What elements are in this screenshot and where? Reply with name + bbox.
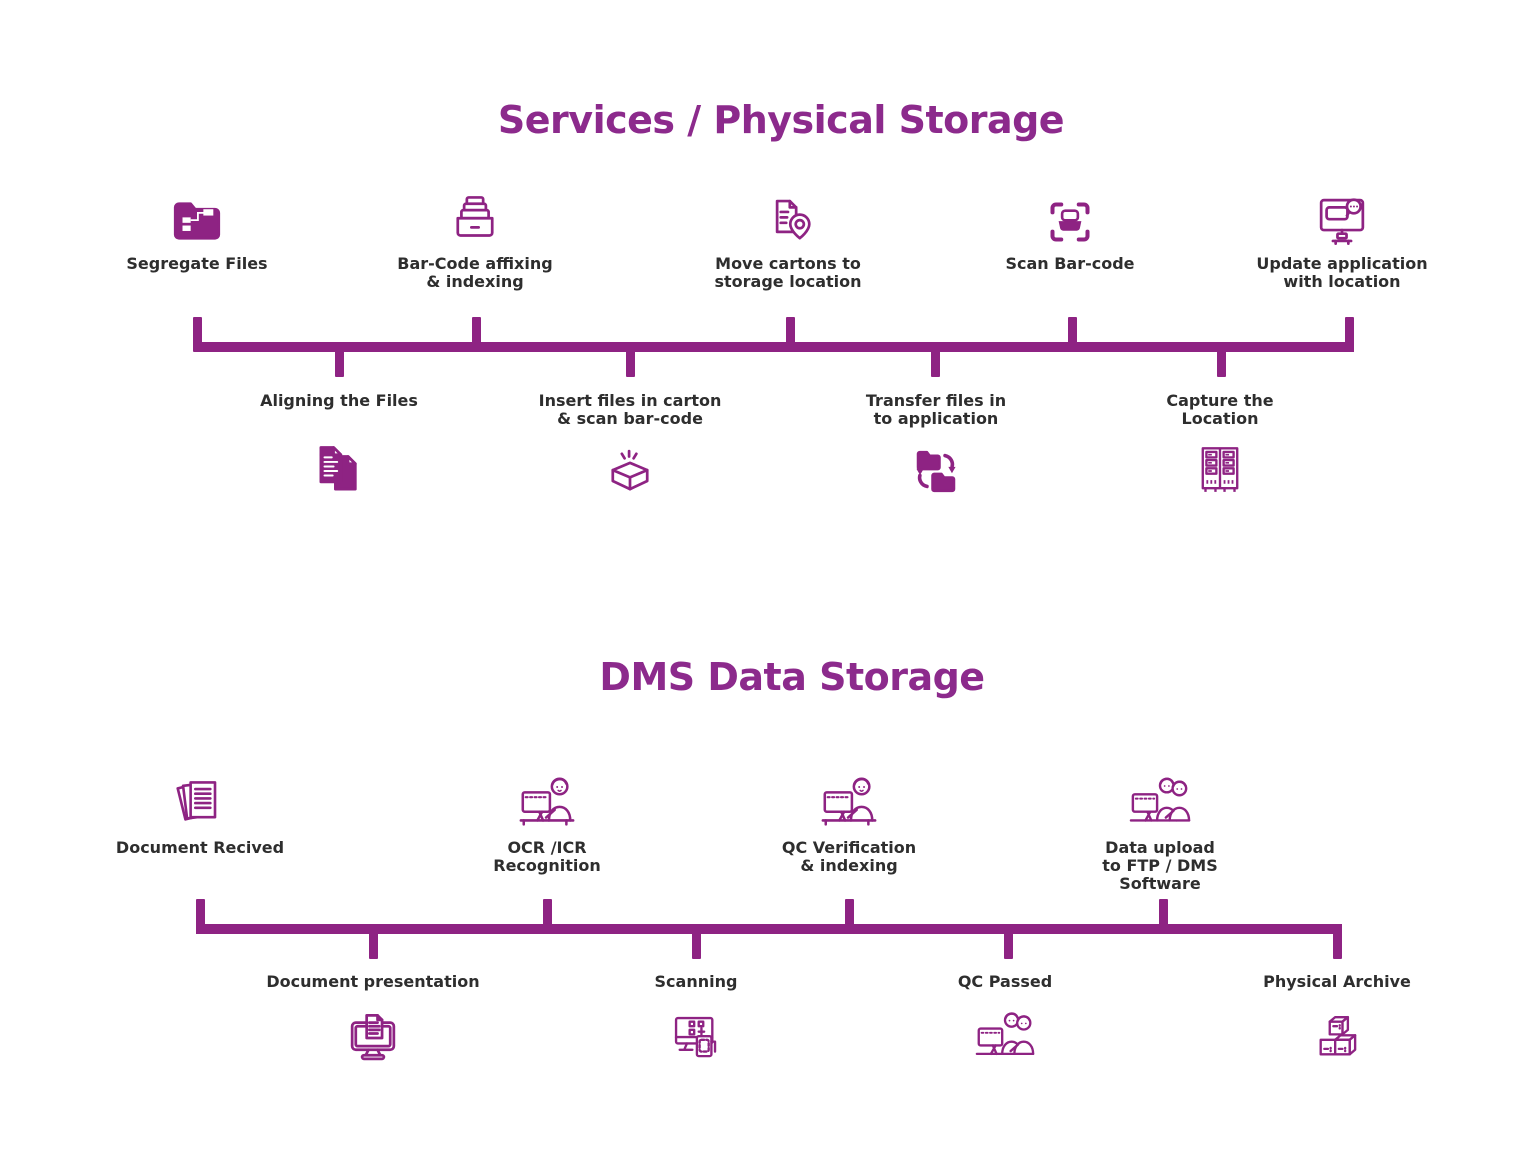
step-label: Aligning the Files (260, 391, 418, 410)
open-carton-icon (601, 436, 659, 500)
step-label: Update application with location (1256, 254, 1428, 291)
step-scan-barcode: Scan Bar-code (950, 186, 1190, 273)
tick-down (369, 924, 378, 959)
server-rack-icon (1191, 436, 1249, 500)
tick-down (335, 342, 344, 377)
team-computer-icon (974, 1003, 1036, 1067)
step-transfer-files: Transfer files in to application (816, 392, 1056, 500)
monitor-message-icon (1313, 186, 1371, 250)
tick-up (196, 899, 205, 934)
folder-transfer-icon (907, 436, 965, 500)
tick-up (543, 899, 552, 934)
segregate-files-icon (168, 186, 226, 250)
step-data-upload: Data upload to FTP / DMS Software (1040, 770, 1280, 893)
step-document-received: Document Recived (80, 770, 320, 857)
step-qc-passed: QC Passed (885, 973, 1125, 1067)
step-barcode-affixing: Bar-Code affixing & indexing (355, 186, 595, 291)
step-label: QC Passed (957, 972, 1053, 991)
tick-down (931, 342, 940, 377)
step-update-application: Update application with location (1222, 186, 1462, 291)
archive-boxes-icon (1308, 1003, 1366, 1067)
tick-down (626, 342, 635, 377)
tick-down (1004, 924, 1013, 959)
document-location-icon (759, 186, 817, 250)
step-move-cartons: Move cartons to storage location (668, 186, 908, 291)
section-title-physical-storage: Services / Physical Storage (497, 98, 1065, 142)
operator-computer-icon (516, 770, 578, 834)
scanner-monitor-icon (667, 1003, 725, 1067)
step-label: Scan Bar-code (1005, 254, 1135, 273)
tick-down (1333, 924, 1342, 959)
step-label: Document Recived (115, 838, 285, 857)
step-insert-carton: Insert files in carton & scan bar-code (510, 392, 750, 500)
step-scanning: Scanning (576, 973, 816, 1067)
step-label: Scanning (654, 972, 738, 991)
tick-up (193, 317, 202, 352)
step-label: Document presentation (266, 972, 480, 991)
tick-down (692, 924, 701, 959)
step-label: Move cartons to storage location (714, 254, 862, 291)
tick-up (1159, 899, 1168, 934)
step-label: Insert files in carton & scan bar-code (538, 391, 722, 428)
stacked-documents-icon (310, 436, 368, 500)
step-physical-archive: Physical Archive (1217, 973, 1457, 1067)
step-label: OCR /ICR Recognition (493, 838, 601, 875)
tick-up (472, 317, 481, 352)
tick-up (786, 317, 795, 352)
barcode-tray-icon (446, 186, 504, 250)
team-computer-icon (1128, 770, 1192, 834)
step-document-presentation: Document presentation (253, 973, 493, 1067)
timeline-bar-physical-storage (197, 342, 1354, 352)
step-qc-verification: QC Verification & indexing (729, 770, 969, 875)
scan-barcode-icon (1042, 186, 1098, 250)
step-aligning-files: Aligning the Files (219, 392, 459, 500)
step-capture-location: Capture the Location (1100, 392, 1340, 500)
step-label: Data upload to FTP / DMS Software (1102, 838, 1218, 893)
tick-up (1068, 317, 1077, 352)
step-label: QC Verification & indexing (781, 838, 917, 875)
step-label: Physical Archive (1263, 972, 1411, 991)
step-segregate-files: Segregate Files (77, 186, 317, 273)
step-label: Transfer files in to application (865, 391, 1007, 428)
received-documents-icon (170, 770, 230, 834)
operator-computer-icon (818, 770, 880, 834)
step-ocr-icr-recognition: OCR /ICR Recognition (427, 770, 667, 875)
timeline-bar-dms-data-storage (196, 924, 1342, 934)
monitor-document-icon (344, 1003, 402, 1067)
section-title-dms-data-storage: DMS Data Storage (599, 655, 985, 699)
step-label: Capture the Location (1166, 391, 1274, 428)
step-label: Segregate Files (126, 254, 268, 273)
tick-down (1217, 342, 1226, 377)
step-label: Bar-Code affixing & indexing (397, 254, 553, 291)
tick-up (845, 899, 854, 934)
tick-up (1345, 317, 1354, 352)
